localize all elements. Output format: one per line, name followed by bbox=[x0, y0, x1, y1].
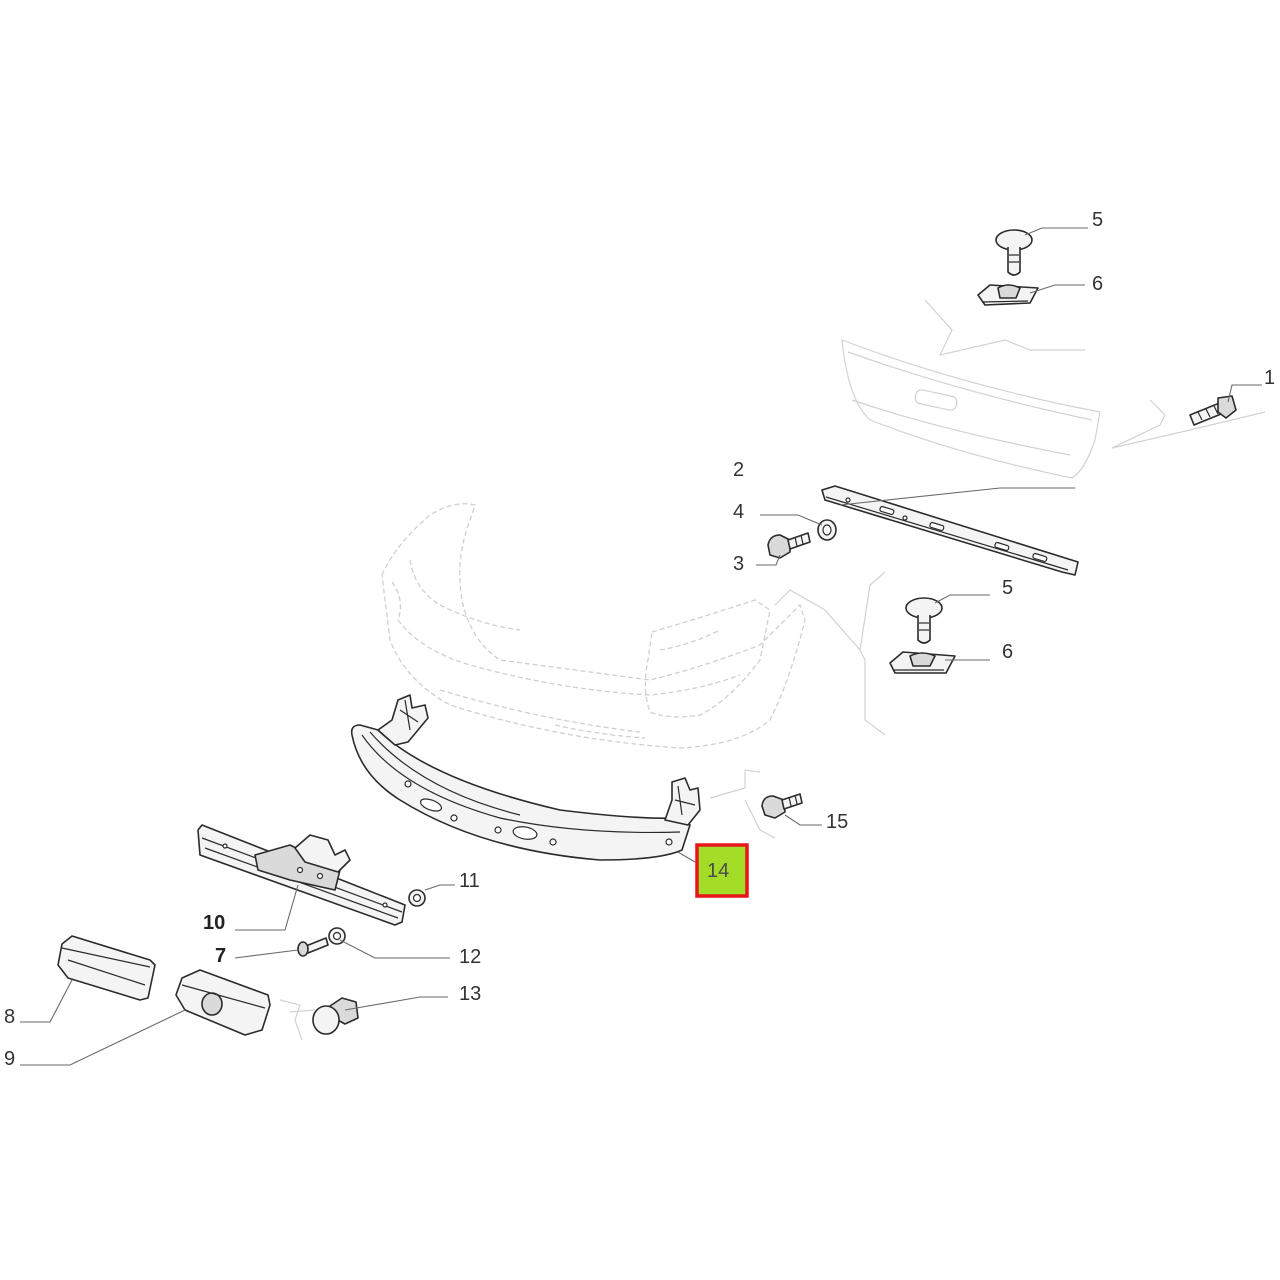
callout-5-top[interactable]: 5 bbox=[1092, 209, 1103, 231]
cap-cover-icon bbox=[57, 935, 156, 1001]
callout-9[interactable]: 9 bbox=[4, 1048, 15, 1070]
bolt-icon bbox=[761, 793, 803, 819]
highlight-box bbox=[695, 843, 749, 898]
callout-7[interactable]: 7 bbox=[215, 945, 226, 967]
highlighted-callout-14[interactable]: 14 bbox=[695, 843, 749, 898]
bracket-beam-icon bbox=[197, 824, 406, 926]
washer-icon bbox=[408, 889, 426, 907]
callout-6-mid[interactable]: 6 bbox=[1002, 641, 1013, 663]
callout-12[interactable]: 12 bbox=[459, 946, 481, 968]
bolt-icon bbox=[767, 532, 811, 559]
callout-15[interactable]: 15 bbox=[826, 811, 848, 833]
callout-8[interactable]: 8 bbox=[4, 1006, 15, 1028]
screw-icon bbox=[297, 937, 329, 957]
callout-1[interactable]: 1 bbox=[1264, 367, 1275, 389]
callout-10[interactable]: 10 bbox=[203, 912, 225, 934]
callout-2[interactable]: 2 bbox=[733, 459, 744, 481]
clip-nut-icon bbox=[889, 651, 956, 674]
ghost-front-bumper-outline bbox=[381, 503, 886, 749]
callout-11[interactable]: 11 bbox=[459, 870, 480, 892]
callout-6-top[interactable]: 6 bbox=[1092, 273, 1103, 295]
callout-14[interactable]: 14 bbox=[707, 860, 729, 882]
callout-13[interactable]: 13 bbox=[459, 983, 481, 1005]
push-clip-icon bbox=[995, 229, 1033, 276]
cap-cover-icon bbox=[175, 969, 271, 1036]
reinforcement-bar-icon bbox=[821, 485, 1079, 576]
bumper-beam-icon bbox=[350, 694, 701, 861]
callout-5-mid[interactable]: 5 bbox=[1002, 577, 1013, 599]
clip-nut-icon bbox=[977, 284, 1039, 306]
push-clip-icon bbox=[905, 597, 943, 644]
leader-lines bbox=[20, 227, 1262, 1066]
callout-4[interactable]: 4 bbox=[733, 501, 744, 523]
ghost-rear-bumper-outline bbox=[841, 299, 1266, 479]
assembly-hint-lines bbox=[709, 769, 776, 839]
callout-3[interactable]: 3 bbox=[733, 553, 744, 575]
washer-icon bbox=[817, 519, 837, 541]
assembly-hint-lines bbox=[279, 999, 316, 1041]
grommet-icon bbox=[312, 997, 359, 1035]
